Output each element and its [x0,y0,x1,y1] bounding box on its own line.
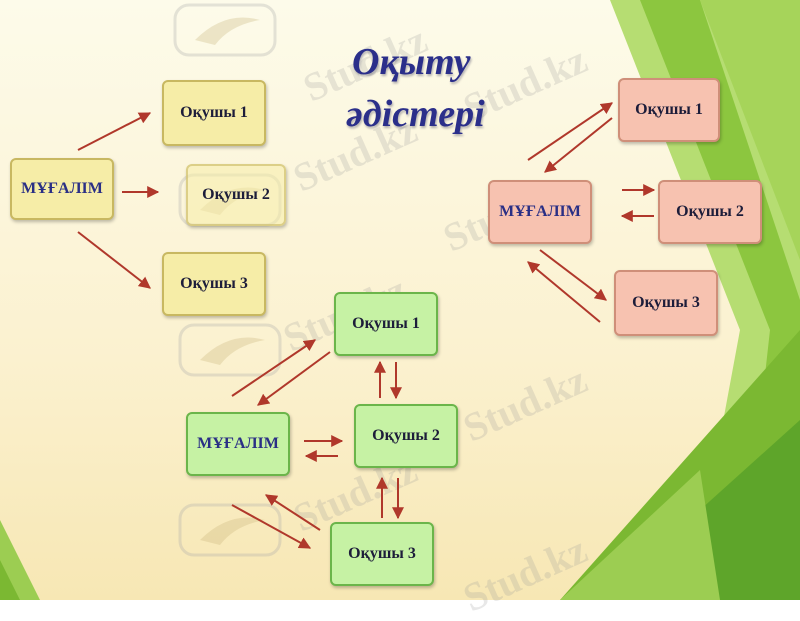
student-box-1: Оқушы 1 [162,80,266,146]
student-box-2: Оқушы 2 [658,180,762,244]
student-box-3: Оқушы 3 [162,252,266,316]
slide-title-line-2: әдістері [346,93,485,135]
student-box-2: Оқушы 2 [186,164,286,226]
student-box-3: Оқушы 3 [330,522,434,586]
slide-title-line-1: Оқыту [352,41,471,83]
teacher-box: МҰҒАЛІМ [488,180,592,244]
student-box-1: Оқушы 1 [334,292,438,356]
student-box-1: Оқушы 1 [618,78,720,142]
teacher-box: МҰҒАЛІМ [186,412,290,476]
student-box-2: Оқушы 2 [354,404,458,468]
student-box-3: Оқушы 3 [614,270,718,336]
teacher-box: МҰҒАЛІМ [10,158,114,220]
